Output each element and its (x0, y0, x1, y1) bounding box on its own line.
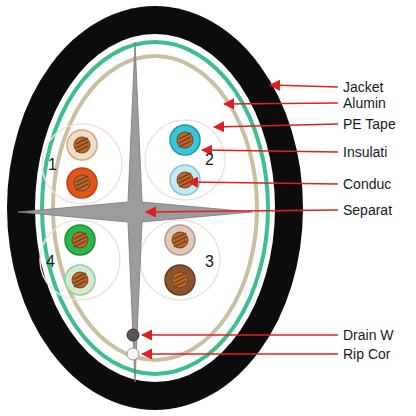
pair-number: 4 (46, 254, 55, 270)
leader-lines (142, 85, 338, 354)
insulated-conductor (67, 130, 97, 160)
conductors (65, 125, 200, 295)
pair-number: 1 (48, 157, 57, 173)
part-name: PE Tape (343, 117, 396, 131)
rip-cord (127, 348, 139, 360)
part-name: Insulati (343, 145, 387, 159)
insulated-conductor (65, 225, 95, 255)
pair-number: 3 (205, 254, 214, 270)
part-name: Conduc (343, 177, 391, 191)
part-name: Rip Cor (343, 347, 390, 361)
insulated-conductor (65, 265, 95, 295)
jacket (7, 6, 303, 410)
insulated-conductor (170, 125, 200, 155)
pair-number: 2 (205, 152, 214, 168)
insulated-conductor (165, 225, 195, 255)
insulated-conductor (67, 168, 97, 198)
insulated-conductor (165, 265, 195, 295)
part-name: Alumin (343, 96, 386, 110)
part-name: Separat (343, 203, 392, 217)
part-name: Jacket (343, 80, 383, 94)
part-name: Drain W (343, 328, 394, 342)
drain-wire (127, 329, 139, 341)
insulated-conductor (170, 165, 200, 195)
